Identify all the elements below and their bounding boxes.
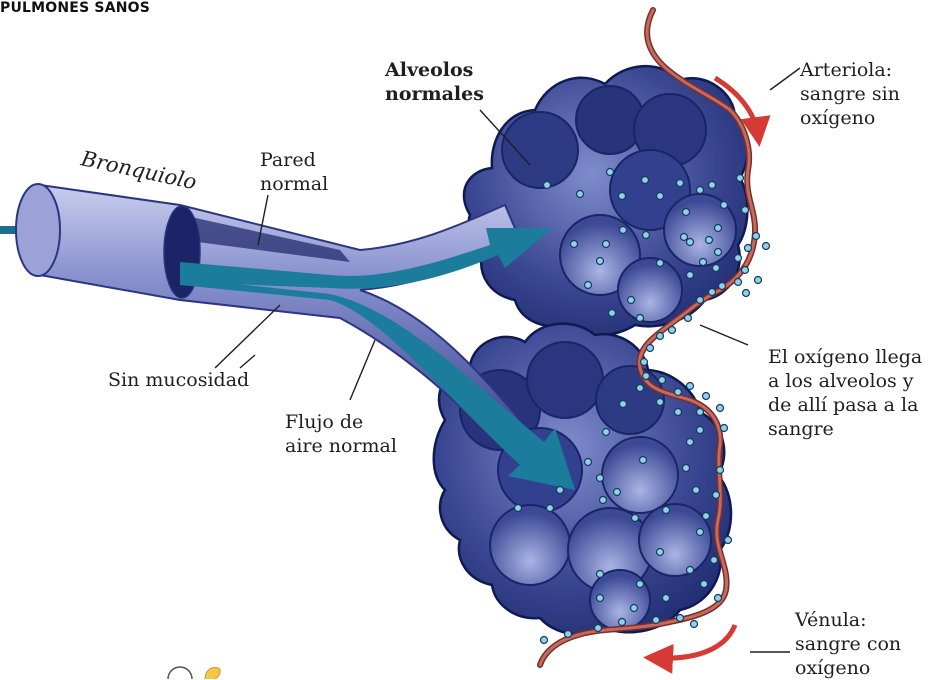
label-flujo: Flujo de aire normal <box>285 410 397 458</box>
page-title: PULMONES SANOS <box>0 0 150 16</box>
label-arteriola: Arteriola: sangre sin oxígeno <box>800 58 900 130</box>
label-arteriola-line-3: oxígeno <box>800 106 900 130</box>
label-oxigeno-line-3: de allí pasa a la <box>768 393 922 417</box>
decorative-glyph <box>205 667 220 679</box>
label-bronquiolo: Bronquiolo <box>78 146 199 194</box>
label-oxigeno-line-1: El oxígeno llega <box>768 345 922 369</box>
label-alveolos-line-2: normales <box>385 82 484 106</box>
label-oxigeno: El oxígeno llega a los alveolos y de all… <box>768 345 922 441</box>
label-venula: Vénula: sangre con oxígeno <box>795 608 901 680</box>
label-alveolos-line-1: Alveolos <box>385 58 484 82</box>
label-venula-line-1: Vénula: <box>795 608 901 632</box>
label-pared-line-2: normal <box>260 172 328 196</box>
venula-flow-arrow <box>655 625 735 658</box>
label-flujo-line-1: Flujo de <box>285 410 397 434</box>
label-mucosidad: Sin mucosidad <box>108 368 249 392</box>
label-venula-line-3: oxígeno <box>795 656 901 680</box>
label-pared-line-1: Pared <box>260 148 328 172</box>
label-flujo-line-2: aire normal <box>285 434 397 458</box>
label-venula-line-2: sangre con <box>795 632 901 656</box>
accent-bar <box>0 226 16 234</box>
label-oxigeno-line-2: a los alveolos y <box>768 369 922 393</box>
lower-alveoli-cluster <box>434 324 731 635</box>
label-arteriola-line-1: Arteriola: <box>800 58 900 82</box>
label-pared: Pared normal <box>260 148 328 196</box>
decorative-circle <box>168 667 192 679</box>
label-alveolos: Alveolos normales <box>385 58 484 106</box>
label-oxigeno-line-4: sangre <box>768 417 922 441</box>
label-arteriola-line-2: sangre sin <box>800 82 900 106</box>
